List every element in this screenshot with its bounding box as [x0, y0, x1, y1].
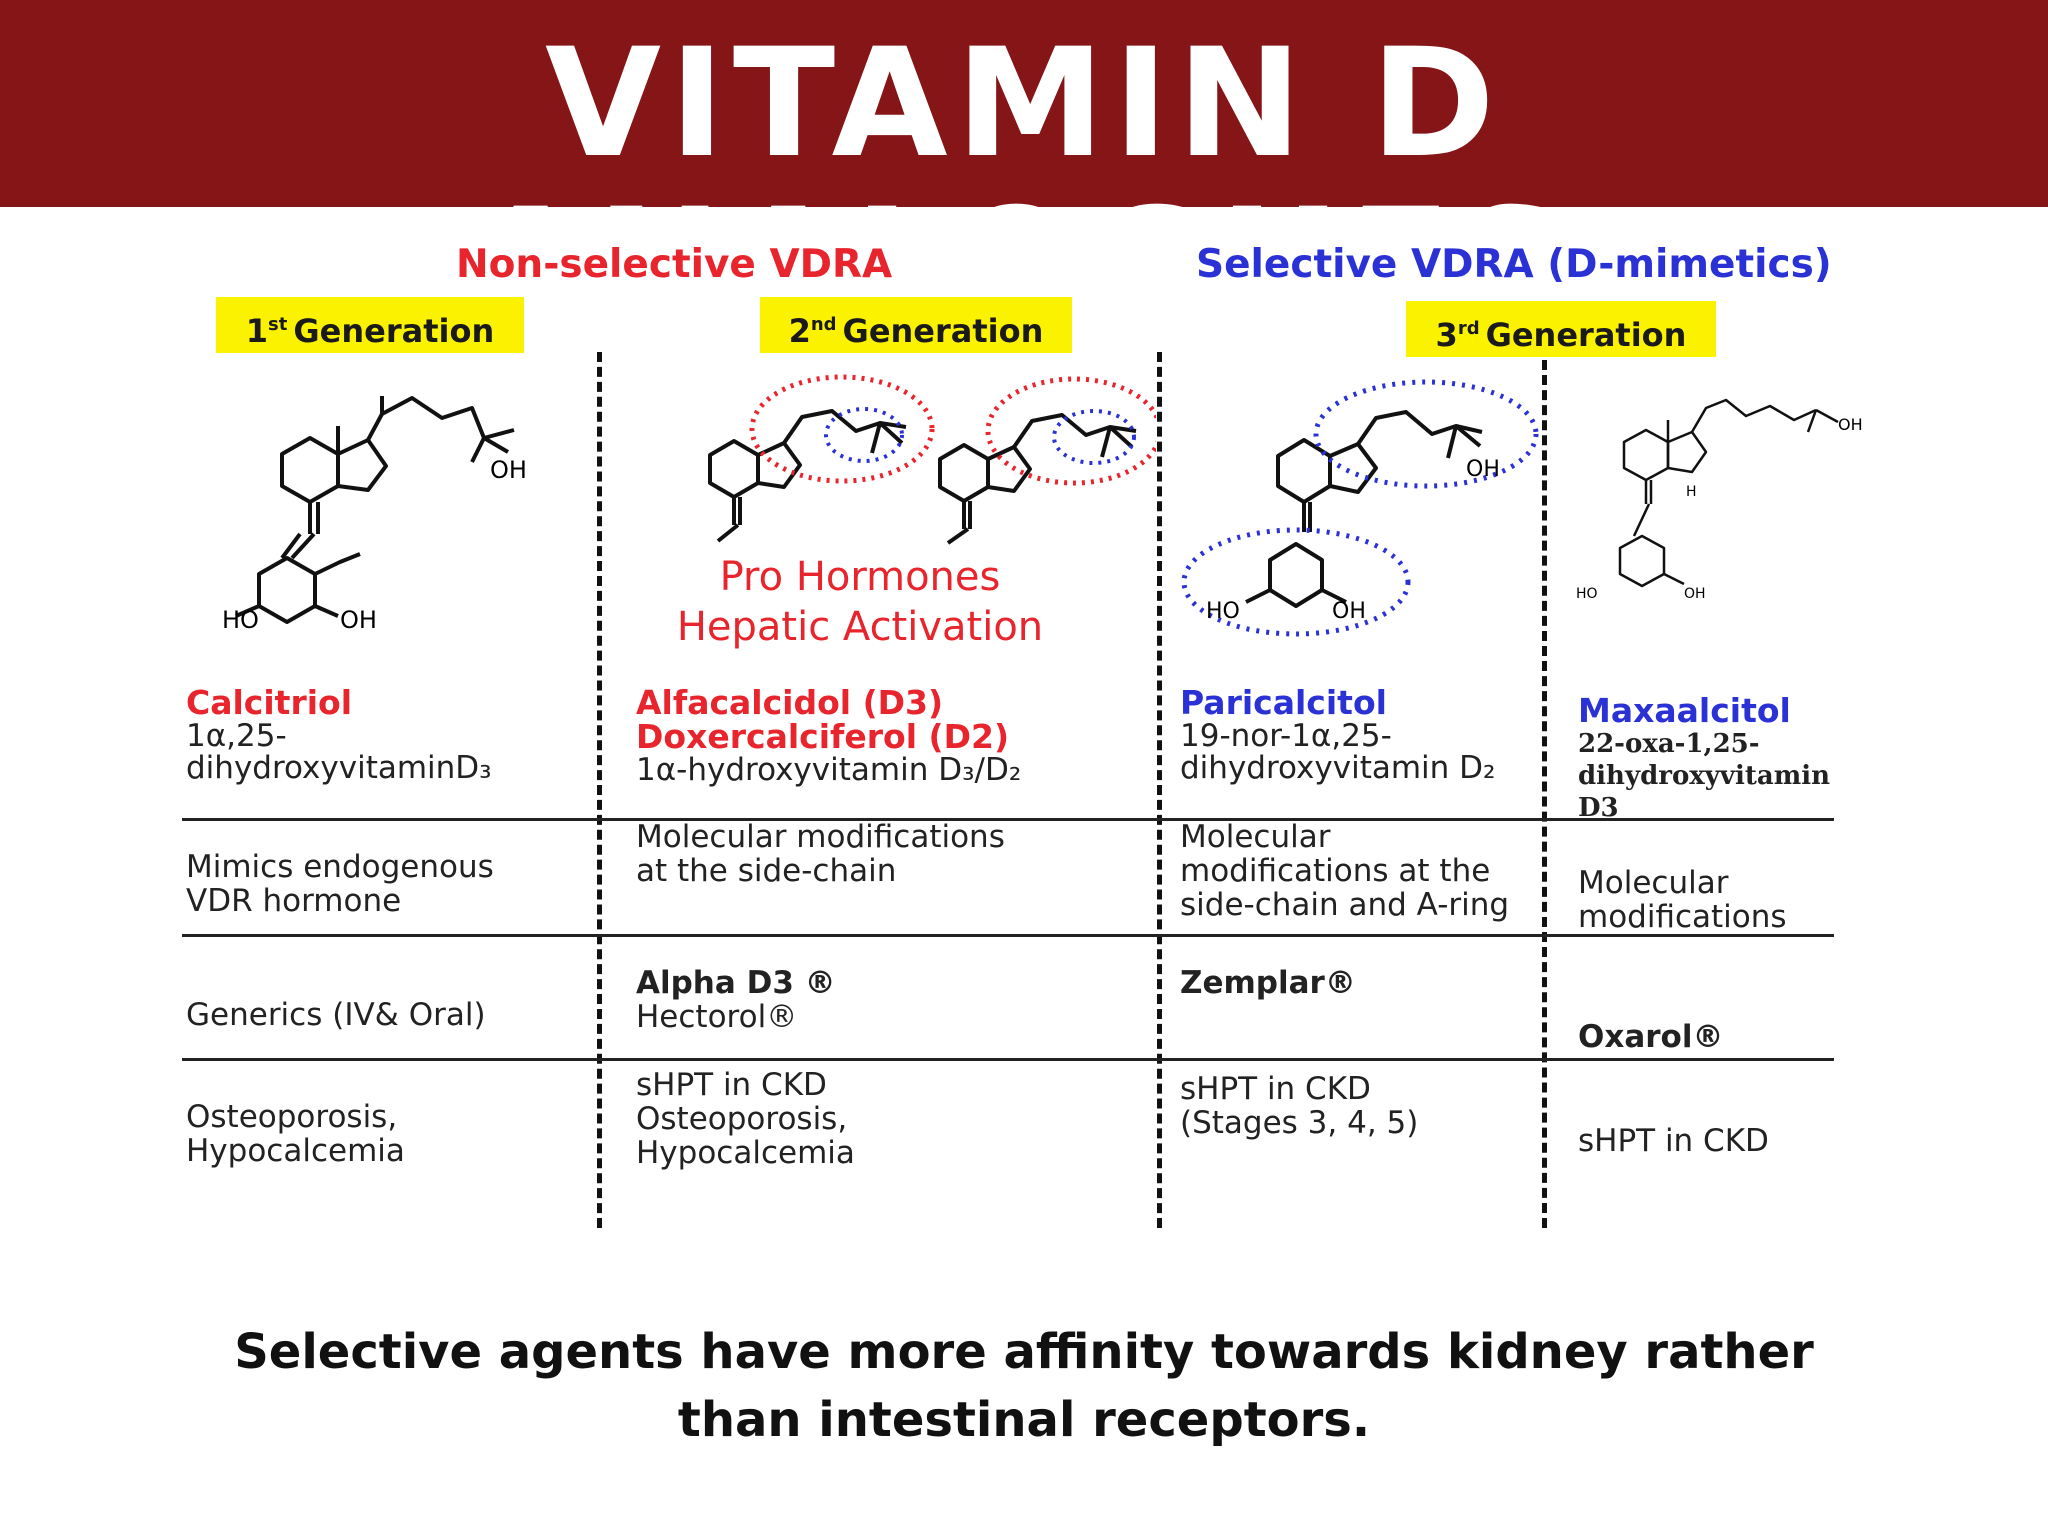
selective-header: Selective VDRA (D-mimetics) — [1196, 242, 1832, 287]
calcitriol-mechanism: Mimics endogenous VDR hormone — [186, 850, 586, 918]
maxacalcitol-ho-left: HO — [1576, 586, 1598, 602]
prohormone-line-1: Pro Hormones — [719, 554, 1001, 600]
generation-1-suffix: st — [268, 314, 288, 335]
maxacalcitol-mechanism-line-1: Molecular — [1578, 865, 1729, 901]
calcitriol-brand-generics: Generics (IV& Oral) — [186, 997, 486, 1033]
generation-2-label: Generation — [842, 312, 1044, 350]
column-divider-3 — [1542, 360, 1552, 1228]
second-gen-mechanism: Molecular modifications at the side-chai… — [636, 820, 1156, 888]
paricalcitol-structure-diagram: OH HO OH — [1181, 379, 1539, 637]
maxacalcitol-mechanism-line-2: modifications — [1578, 899, 1787, 935]
drug-name-alfacalcidol: Alfacalcidol (D3) — [636, 683, 944, 722]
maxacalcitol-oh-right: OH — [1684, 586, 1706, 602]
second-gen-indication-2: Osteoporosis, — [636, 1101, 848, 1137]
paricalcitol-mechanism-line-1: Molecular — [1180, 819, 1331, 855]
calcitriol-mechanism-line-2: VDR hormone — [186, 883, 402, 919]
calcitriol-ho-left: HO — [222, 606, 259, 634]
calcitriol-chem-line-2: dihydroxyvitaminD₃ — [186, 750, 492, 786]
footer-caption: Selective agents have more affinity towa… — [200, 1318, 1848, 1454]
calcitriol-chem-line-1: 1α,25- — [186, 718, 287, 754]
paricalcitol-indication-2: (Stages 3, 4, 5) — [1180, 1105, 1419, 1141]
calcitriol-info: Calcitriol 1α,25- dihydroxyvitaminD₃ — [186, 683, 586, 786]
second-gen-indication-3: Hypocalcemia — [636, 1135, 855, 1171]
second-gen-info: Alfacalcidol (D3) Doxercalciferol (D2) 1… — [636, 683, 1156, 788]
calcitriol-indications: Osteoporosis, Hypocalcemia — [186, 1100, 586, 1168]
drug-name-maxacalcitol: Maxaalcitol — [1578, 691, 1791, 730]
calcitriol-oh-top: OH — [490, 456, 527, 484]
footer-line-2: than intestinal receptors. — [677, 1392, 1371, 1448]
maxacalcitol-mechanism: Molecular modifications — [1578, 866, 1878, 934]
footer-line-1: Selective agents have more affinity towa… — [234, 1324, 1814, 1380]
drug-name-calcitriol: Calcitriol — [186, 683, 353, 722]
paricalcitol-chem-line-1: 19-nor-1α,25- — [1180, 718, 1392, 754]
generation-1-label: Generation — [293, 312, 495, 350]
generation-3-label: Generation — [1485, 316, 1687, 354]
slide-title: VITAMIN D ANALOGUES — [472, 17, 1576, 351]
maxacalcitol-oh-top: OH — [1838, 415, 1863, 434]
brand-oxarol: Oxarol® — [1578, 1019, 1724, 1055]
second-gen-indication-1: sHPT in CKD — [636, 1067, 827, 1103]
paricalcitol-brands: Zemplar® — [1180, 966, 1540, 1000]
calcitriol-structure-diagram: OH HO OH — [222, 396, 527, 634]
maxacalcitol-structure-diagram: OH H HO OH — [1576, 398, 1863, 602]
generation-2-suffix: nd — [810, 314, 837, 335]
paricalcitol-oh-right: OH — [1332, 599, 1366, 624]
paricalcitol-oh-top: OH — [1466, 457, 1500, 482]
title-band: VITAMIN D ANALOGUES — [0, 0, 2048, 344]
second-generation-structures — [708, 374, 1156, 545]
maxacalcitol-indication-1: sHPT in CKD — [1578, 1123, 1769, 1159]
column-divider-1 — [597, 352, 607, 1228]
brand-alpha-d3: Alpha D3 ® — [636, 965, 836, 1001]
prohormone-note: Pro Hormones Hepatic Activation — [660, 552, 1060, 652]
paricalcitol-ho-left: HO — [1206, 599, 1240, 624]
second-gen-chem: 1α-hydroxyvitamin D₃/D₂ — [636, 752, 1022, 788]
generation-1-number: 1 — [245, 312, 269, 350]
second-gen-indications: sHPT in CKD Osteoporosis, Hypocalcemia — [636, 1068, 1156, 1170]
generation-3-number: 3 — [1435, 316, 1458, 354]
calcitriol-indication-1: Osteoporosis, — [186, 1099, 398, 1135]
drug-name-paricalcitol: Paricalcitol — [1180, 683, 1387, 722]
brand-hectorol: Hectorol® — [636, 999, 798, 1035]
paricalcitol-mechanism-line-2: modifications at the — [1180, 853, 1491, 889]
maxacalcitol-info: Maxaalcitol 22-oxa-1,25- dihydroxyvitami… — [1578, 694, 1878, 824]
table-rule-2 — [182, 934, 1834, 937]
maxacalcitol-chem-line-1: 22-oxa-1,25- — [1578, 729, 1760, 759]
maxacalcitol-h-label: H — [1686, 484, 1697, 500]
brand-zemplar: Zemplar® — [1180, 965, 1356, 1001]
calcitriol-indication-2: Hypocalcemia — [186, 1133, 405, 1169]
second-gen-mechanism-line-2: at the side-chain — [636, 853, 897, 889]
paricalcitol-indication-1: sHPT in CKD — [1180, 1071, 1371, 1107]
prohormone-line-2: Hepatic Activation — [676, 604, 1044, 650]
calcitriol-mechanism-line-1: Mimics endogenous — [186, 849, 494, 885]
paricalcitol-chem-line-2: dihydroxyvitamin D₂ — [1180, 750, 1496, 786]
paricalcitol-info: Paricalcitol 19-nor-1α,25- dihydroxyvita… — [1180, 683, 1540, 786]
paricalcitol-mechanism: Molecular modifications at the side-chai… — [1180, 820, 1540, 922]
generation-3-suffix: rd — [1457, 318, 1480, 339]
nonselective-header: Non-selective VDRA — [456, 242, 893, 287]
maxacalcitol-chem-line-2: dihydroxyvitamin D3 — [1578, 761, 1831, 823]
paricalcitol-indications: sHPT in CKD (Stages 3, 4, 5) — [1180, 1072, 1540, 1140]
calcitriol-oh-right: OH — [340, 606, 377, 634]
column-divider-2 — [1157, 352, 1167, 1228]
drug-name-doxercalciferol: Doxercalciferol (D2) — [636, 717, 1010, 756]
calcitriol-brands: Generics (IV& Oral) — [186, 998, 586, 1032]
second-gen-mechanism-line-1: Molecular modifications — [636, 819, 1005, 855]
maxacalcitol-brands: Oxarol® — [1578, 1020, 1878, 1054]
second-gen-brands: Alpha D3 ® Hectorol® — [636, 966, 1156, 1034]
table-rule-3 — [182, 1058, 1834, 1061]
generation-2-number: 2 — [788, 312, 811, 350]
table-rule-1 — [182, 818, 1834, 821]
maxacalcitol-indications: sHPT in CKD — [1578, 1124, 1878, 1158]
paricalcitol-mechanism-line-3: side-chain and A-ring — [1180, 887, 1510, 923]
